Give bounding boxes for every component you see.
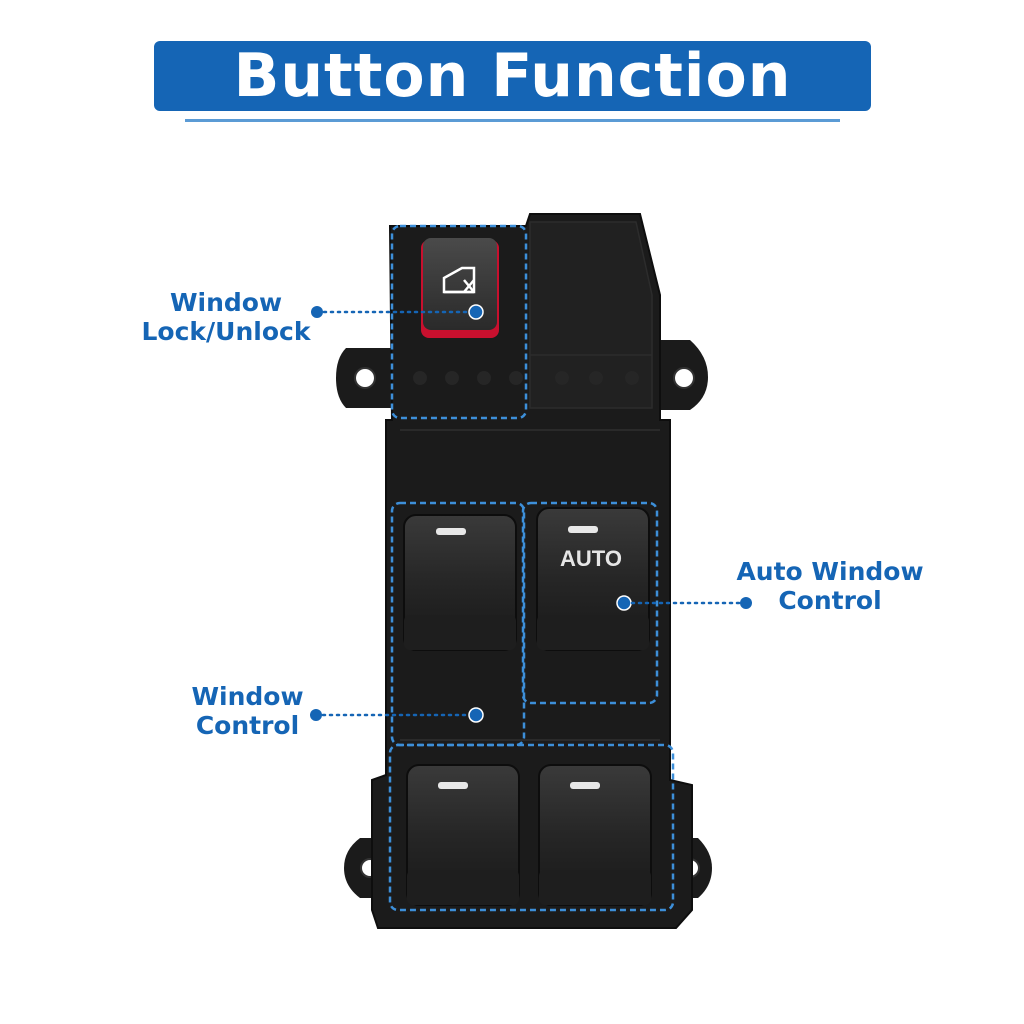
auto-window-button[interactable]: AUTO [536, 507, 650, 651]
callout-auto [616, 595, 752, 611]
window-control-label: Window Control [180, 682, 315, 740]
auto-window-highlight-box [521, 501, 659, 705]
auto-window-label: Auto Window Control [730, 557, 930, 615]
callout-lock [311, 304, 484, 320]
window-control-button-left[interactable] [403, 514, 517, 651]
window-lock-label-line2: Lock/Unlock [141, 317, 311, 346]
auto-window-label-line2: Control [778, 586, 882, 615]
auto-window-label-line1: Auto Window [736, 557, 924, 586]
mounting-tab-top-right [660, 340, 708, 410]
title-banner: Button Function [154, 41, 871, 111]
window-lock-button[interactable] [421, 238, 499, 338]
page-title: Button Function [233, 41, 792, 111]
window-lock-icon [442, 266, 476, 294]
window-control-button-rear-left[interactable] [406, 764, 520, 906]
window-control-button-rear-right[interactable] [538, 764, 652, 906]
window-control-label-line2: Control [195, 711, 300, 740]
title-divider [185, 119, 840, 122]
window-lock-label: Window Lock/Unlock [136, 288, 316, 346]
callout-window [310, 707, 484, 723]
window-lock-label-line1: Window [169, 288, 283, 317]
rear-controls-highlight-box [388, 743, 675, 912]
auto-label: AUTO [560, 546, 622, 571]
mounting-tab-top-left [336, 348, 395, 408]
window-control-label-line1: Window [191, 682, 304, 711]
